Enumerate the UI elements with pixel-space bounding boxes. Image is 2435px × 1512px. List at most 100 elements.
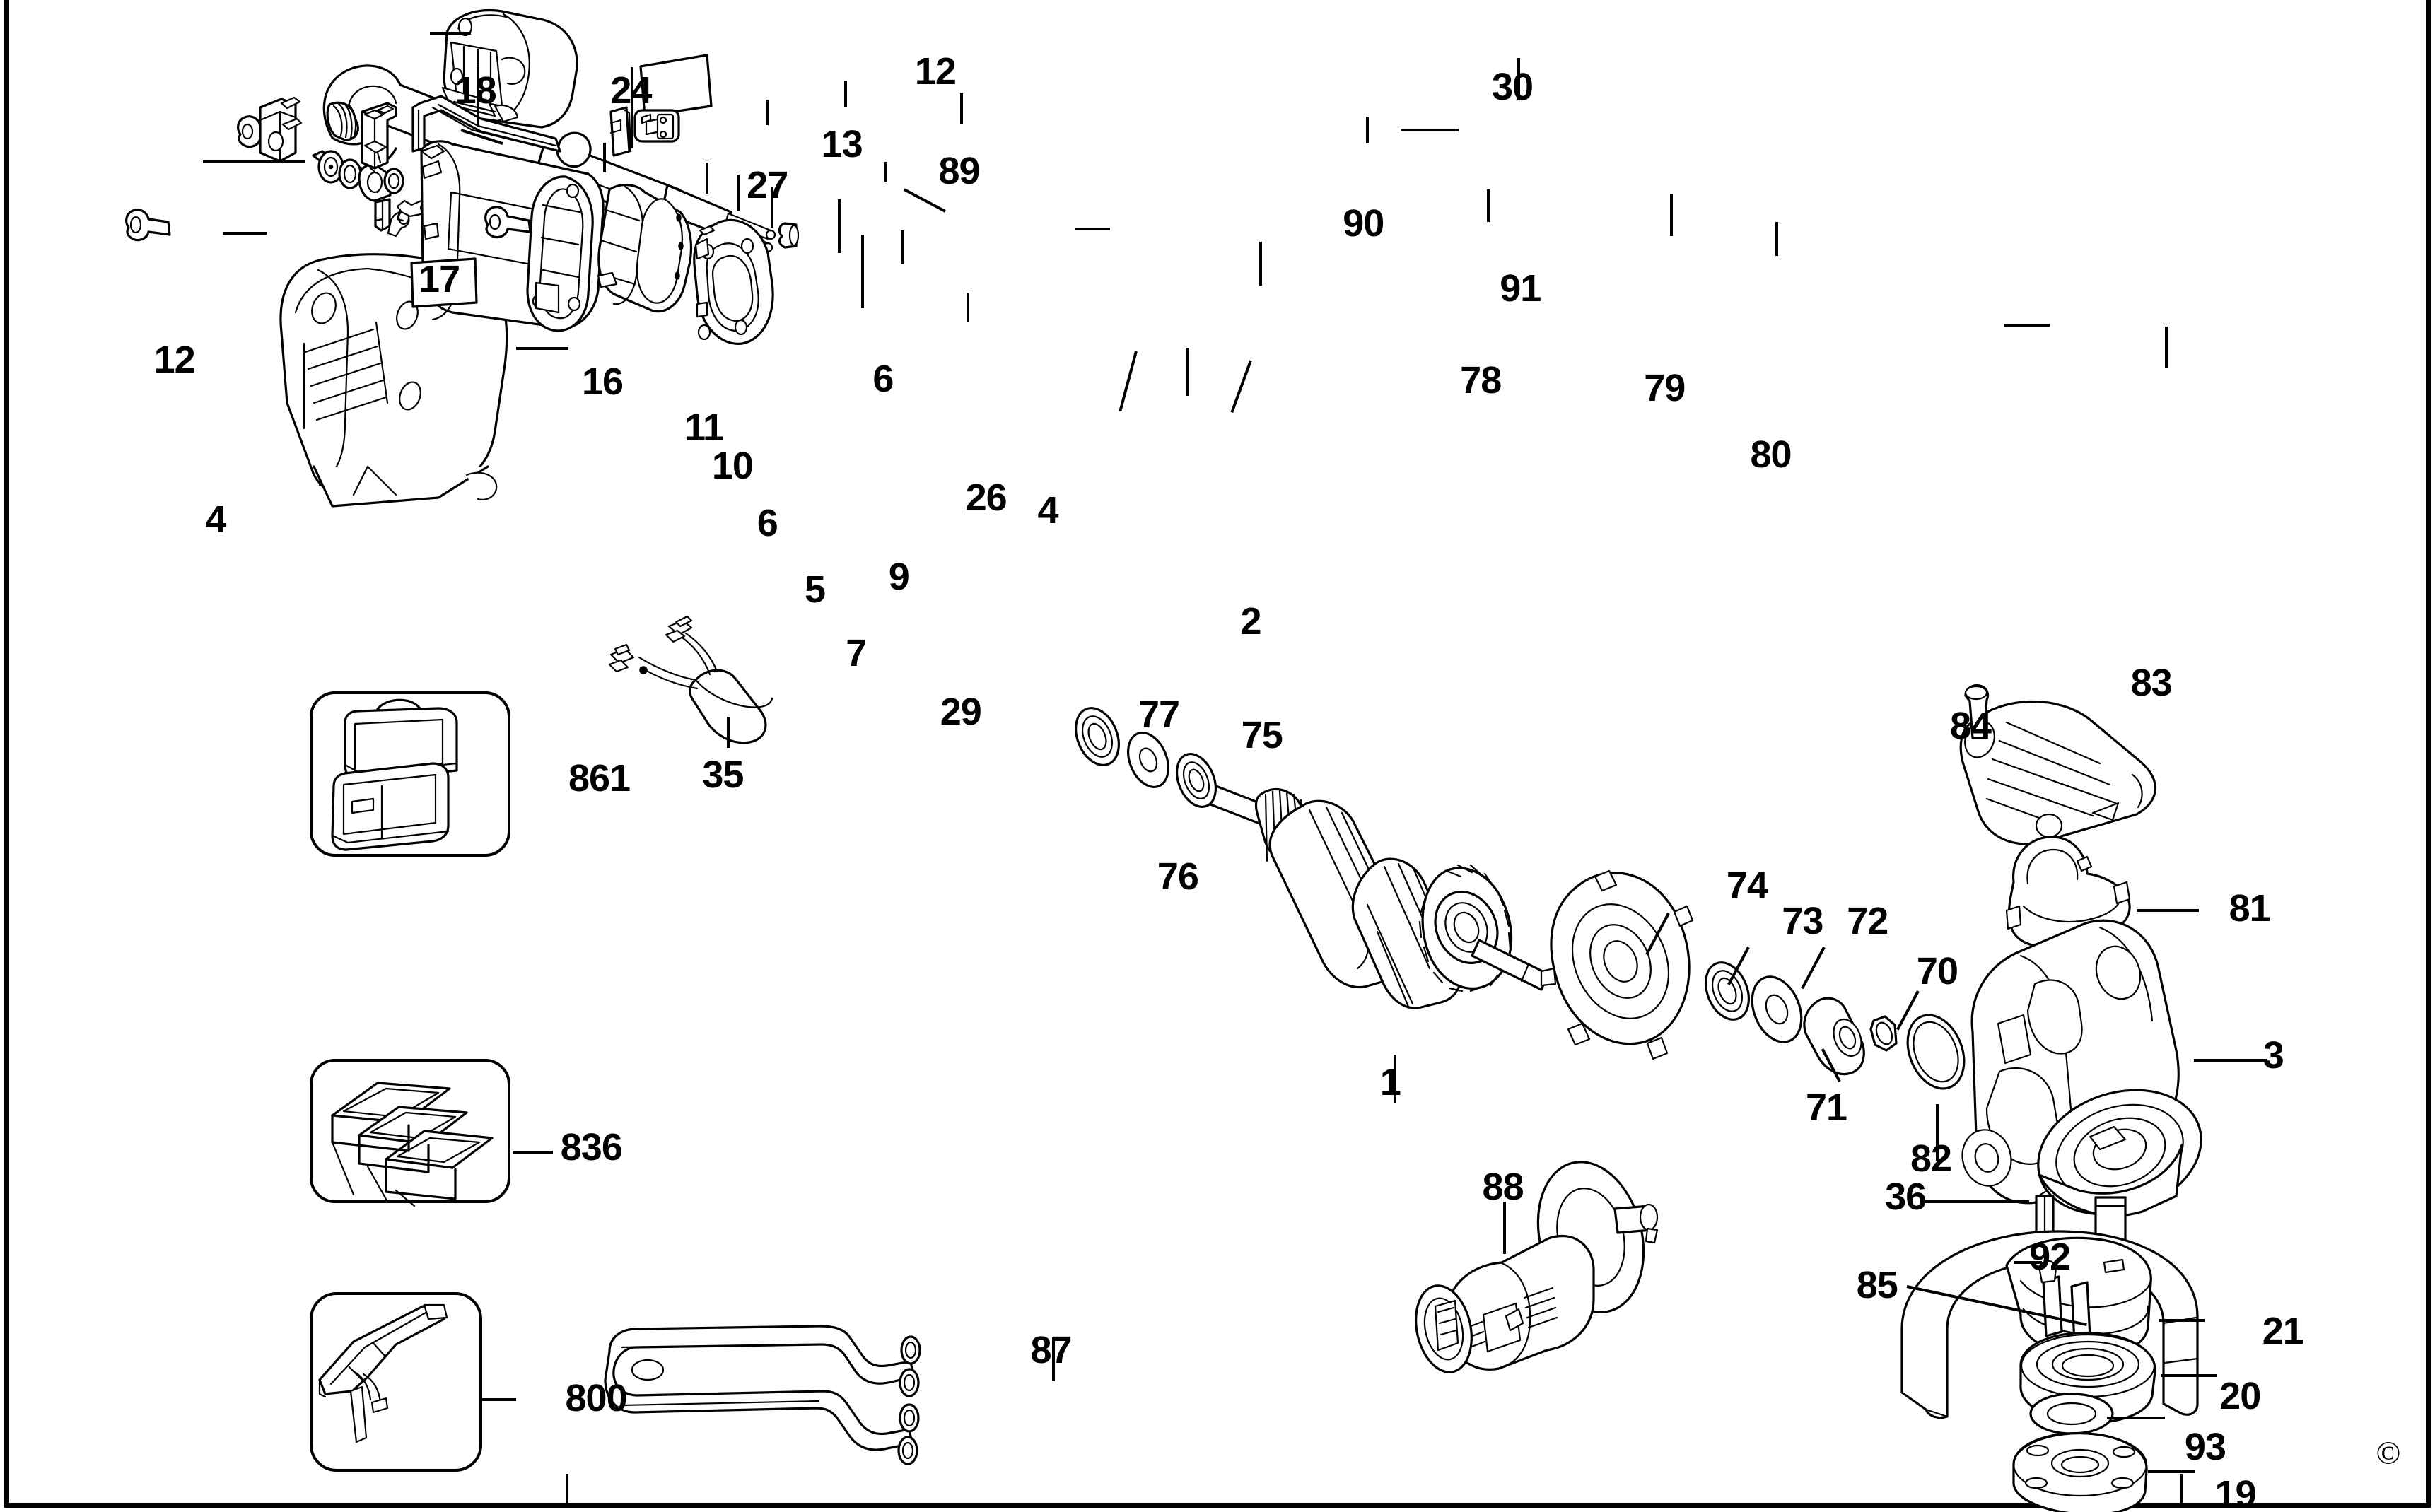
- callout-12: 12: [153, 338, 196, 381]
- callout-7: 7: [846, 631, 867, 674]
- leader-76: [1186, 348, 1189, 396]
- callout-4: 4: [1037, 488, 1059, 532]
- leader-83: [2165, 327, 2168, 368]
- part-washer-93: [2029, 1393, 2114, 1435]
- leader-35: [727, 717, 730, 748]
- part-gearcase-cover-83: [1959, 700, 2156, 845]
- leader-81: [2137, 909, 2199, 912]
- callout-30: 30: [1492, 66, 1534, 109]
- leader-6a: [884, 162, 887, 182]
- part-strain-boot-27: [326, 101, 359, 141]
- leader-9: [901, 230, 904, 264]
- part-label-29: [410, 257, 478, 308]
- callout-20: 20: [2219, 1375, 2261, 1418]
- leader-12t: [430, 32, 471, 35]
- callout-91: 91: [1500, 267, 1541, 310]
- callout-90: 90: [1343, 202, 1384, 245]
- part-label-30: [639, 54, 713, 117]
- callout-11: 11: [684, 406, 724, 450]
- leader-3: [2194, 1059, 2267, 1062]
- callout-85: 85: [1856, 1264, 1898, 1307]
- callout-87: 87: [1030, 1329, 1073, 1372]
- leader-2: [1259, 242, 1262, 286]
- leader-90: [1366, 117, 1369, 143]
- leader-21: [2159, 1319, 2205, 1322]
- callout-70: 70: [1916, 950, 1958, 993]
- callout-72: 72: [1847, 899, 1888, 942]
- part-stator-78: [597, 184, 693, 313]
- callout-73: 73: [1782, 899, 1823, 942]
- callout-26: 26: [965, 476, 1008, 520]
- part-switch-module-91: [633, 109, 680, 143]
- callout-5: 5: [804, 568, 826, 611]
- callout-19: 19: [2214, 1473, 2256, 1512]
- part-washer-75: [1176, 753, 1217, 808]
- callout-21: 21: [2262, 1310, 2304, 1353]
- leader-10: [737, 175, 740, 211]
- border-tick-right: [2180, 1474, 2183, 1506]
- part-screw-4-right: [484, 206, 532, 239]
- part-outer-flange-19: [2012, 1431, 2148, 1512]
- part-baffle-74: [1540, 869, 1694, 1060]
- part-switch-plate-90: [609, 106, 632, 157]
- leader-78: [1487, 189, 1490, 222]
- leader-4b: [1075, 228, 1110, 230]
- border-tick-left: [566, 1474, 568, 1506]
- part-bearing-77: [1075, 707, 1120, 766]
- part-washer-72: [1751, 975, 1803, 1043]
- callout-800: 800: [565, 1376, 628, 1419]
- leader-88: [1503, 1202, 1506, 1254]
- part-cord-guard-89: [411, 95, 561, 153]
- part-brush-5: [374, 198, 391, 232]
- part-armature-1: [1209, 785, 1550, 1009]
- part-washer-6b: [383, 168, 404, 194]
- leader-861: [516, 347, 568, 350]
- leader-7: [861, 235, 864, 308]
- leader-27: [766, 100, 769, 125]
- part-shim-76: [1127, 732, 1169, 788]
- callout-76: 76: [1157, 855, 1199, 898]
- part-nut-70: [1869, 1015, 1898, 1052]
- callout-81: 81: [2229, 886, 2271, 930]
- callout-89: 89: [938, 150, 980, 193]
- leader-11: [706, 163, 708, 194]
- leader-80: [1775, 222, 1778, 256]
- leader-93: [2107, 1417, 2165, 1419]
- leader-84: [2004, 324, 2050, 327]
- callout-12: 12: [914, 49, 957, 93]
- callout-80: 80: [1750, 433, 1792, 476]
- callout-836: 836: [560, 1126, 623, 1169]
- callout-74: 74: [1726, 865, 1768, 908]
- callout-6: 6: [757, 501, 778, 544]
- part-cord-clamp-16: [259, 96, 303, 163]
- leader-13: [844, 81, 847, 107]
- part-bearing-73: [1705, 961, 1750, 1021]
- callout-82: 82: [1910, 1137, 1952, 1180]
- part-gear-case-3: [1961, 919, 2202, 1251]
- boxed-item-800: [310, 1292, 482, 1472]
- callout-27: 27: [747, 164, 788, 207]
- part-brush-holder-7b: [358, 163, 392, 202]
- part-suppressor-lead-35: [608, 615, 773, 744]
- callout-861: 861: [568, 756, 631, 799]
- callout-75: 75: [1241, 714, 1283, 757]
- callout-84: 84: [1949, 704, 1992, 747]
- leader-19: [2148, 1470, 2195, 1473]
- leader-91: [1401, 129, 1459, 131]
- part-washer-6a: [338, 158, 362, 189]
- part-bearing-plate-79: [693, 218, 774, 345]
- copyright-mark: ©: [2376, 1434, 2401, 1471]
- callout-6: 6: [872, 357, 894, 400]
- part-switch-13: [361, 102, 397, 170]
- boxed-item-836: [310, 1059, 510, 1207]
- callout-35: 35: [702, 754, 744, 797]
- part-wheel-guard-21: [1900, 1230, 2199, 1419]
- part-screw-80: [778, 222, 800, 249]
- callout-29: 29: [940, 690, 982, 733]
- part-spacer-bush-71: [1803, 997, 1865, 1076]
- part-spanner-wrench-87: [604, 1325, 921, 1465]
- leader-29: [967, 293, 969, 322]
- border-bottom: [4, 1503, 2431, 1508]
- callout-77: 77: [1138, 693, 1180, 737]
- callout-24: 24: [610, 69, 652, 112]
